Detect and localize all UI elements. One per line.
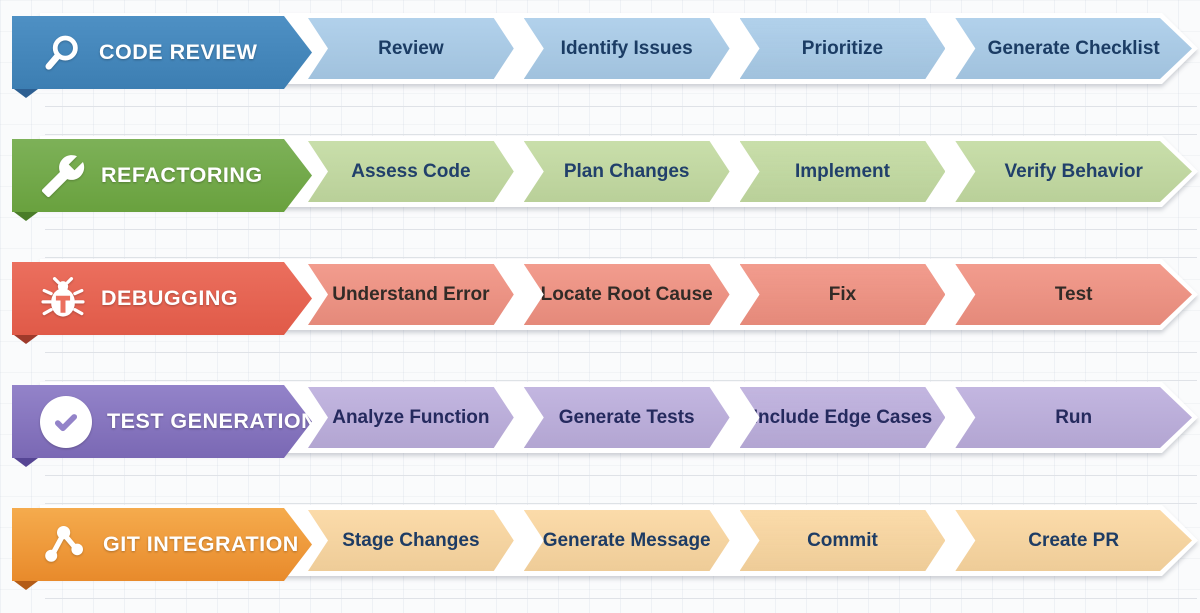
step-label: Understand Error xyxy=(332,283,490,305)
step-strip: Analyze Function Generate Tests Include … xyxy=(308,387,1192,448)
header-label: DEBUGGING xyxy=(101,286,239,310)
step-label: Review xyxy=(378,37,444,59)
check-circle-icon xyxy=(40,396,92,448)
search-icon xyxy=(40,31,84,75)
step-chevron: Test xyxy=(955,264,1192,325)
ribbon-fold xyxy=(14,581,38,590)
row-divider xyxy=(45,352,1197,381)
step-chevron: Assess Code xyxy=(308,141,514,202)
step-label: Identify Issues xyxy=(560,37,693,59)
step-label: Stage Changes xyxy=(342,529,480,551)
step-label: Run xyxy=(1055,406,1093,428)
row-header: REFACTORING xyxy=(12,139,312,212)
step-label: Prioritize xyxy=(801,37,884,59)
step-chevron: Verify Behavior xyxy=(955,141,1192,202)
row-header: DEBUGGING xyxy=(12,262,312,335)
bug-icon xyxy=(40,276,86,322)
bottom-divider xyxy=(45,598,1197,599)
step-label: Implement xyxy=(794,160,890,182)
step-chevron: Analyze Function xyxy=(308,387,514,448)
step-chevron: Run xyxy=(955,387,1192,448)
step-chevron: Plan Changes xyxy=(524,141,730,202)
header-label: GIT INTEGRATION xyxy=(103,532,299,556)
step-strip: Stage Changes Generate Message Commit Cr… xyxy=(308,510,1192,571)
step-chevron: Generate Checklist xyxy=(955,18,1192,79)
step-chevron: Include Edge Cases xyxy=(740,387,946,448)
row-header: TEST GENERATION xyxy=(12,385,312,458)
header-label: REFACTORING xyxy=(101,163,263,187)
step-chevron: Fix xyxy=(740,264,946,325)
step-chevron: Implement xyxy=(740,141,946,202)
step-chevron: Generate Tests xyxy=(524,387,730,448)
step-strip: Understand Error Locate Root Cause Fix T… xyxy=(308,264,1192,325)
step-strip: Review Identify Issues Prioritize Genera… xyxy=(308,18,1192,79)
workflow-row-refactoring: Assess Code Plan Changes Implement Verif… xyxy=(0,136,1200,221)
ribbon-fold xyxy=(14,335,38,344)
ribbon-fold xyxy=(14,89,38,98)
step-label: Include Edge Cases xyxy=(752,406,933,428)
git-branch-icon xyxy=(40,521,88,569)
step-chevron: Locate Root Cause xyxy=(524,264,730,325)
row-header: GIT INTEGRATION xyxy=(12,508,312,581)
wrench-icon xyxy=(40,153,86,199)
step-label: Generate Message xyxy=(542,529,711,551)
row-divider xyxy=(45,475,1197,504)
row-divider xyxy=(45,229,1197,258)
workflow-row-test-generation: Analyze Function Generate Tests Include … xyxy=(0,382,1200,467)
step-label: Locate Root Cause xyxy=(540,283,713,305)
ribbon-fold xyxy=(14,212,38,221)
step-label: Test xyxy=(1054,283,1093,305)
workflow-row-debugging: Understand Error Locate Root Cause Fix T… xyxy=(0,259,1200,344)
step-label: Verify Behavior xyxy=(1004,160,1143,182)
workflow-row-code-review: Review Identify Issues Prioritize Genera… xyxy=(0,13,1200,98)
step-label: Plan Changes xyxy=(563,160,690,182)
step-label: Fix xyxy=(828,283,857,305)
step-chevron: Stage Changes xyxy=(308,510,514,571)
step-strip: Assess Code Plan Changes Implement Verif… xyxy=(308,141,1192,202)
workflow-row-git-integration: Stage Changes Generate Message Commit Cr… xyxy=(0,505,1200,590)
workflow-diagram: Review Identify Issues Prioritize Genera… xyxy=(0,0,1200,599)
step-chevron: Understand Error xyxy=(308,264,514,325)
step-label: Commit xyxy=(807,529,878,551)
row-header: CODE REVIEW xyxy=(12,16,312,89)
step-label: Assess Code xyxy=(351,160,471,182)
step-label: Analyze Function xyxy=(332,406,490,428)
step-chevron: Review xyxy=(308,18,514,79)
step-label: Generate Tests xyxy=(558,406,695,428)
step-chevron: Commit xyxy=(740,510,946,571)
step-chevron: Prioritize xyxy=(740,18,946,79)
step-label: Generate Checklist xyxy=(987,37,1160,59)
ribbon-fold xyxy=(14,458,38,467)
step-chevron: Identify Issues xyxy=(524,18,730,79)
step-chevron: Create PR xyxy=(955,510,1192,571)
header-label: TEST GENERATION xyxy=(107,409,318,433)
step-label: Create PR xyxy=(1028,529,1120,551)
step-chevron: Generate Message xyxy=(524,510,730,571)
header-label: CODE REVIEW xyxy=(99,40,258,64)
row-divider xyxy=(45,106,1197,135)
